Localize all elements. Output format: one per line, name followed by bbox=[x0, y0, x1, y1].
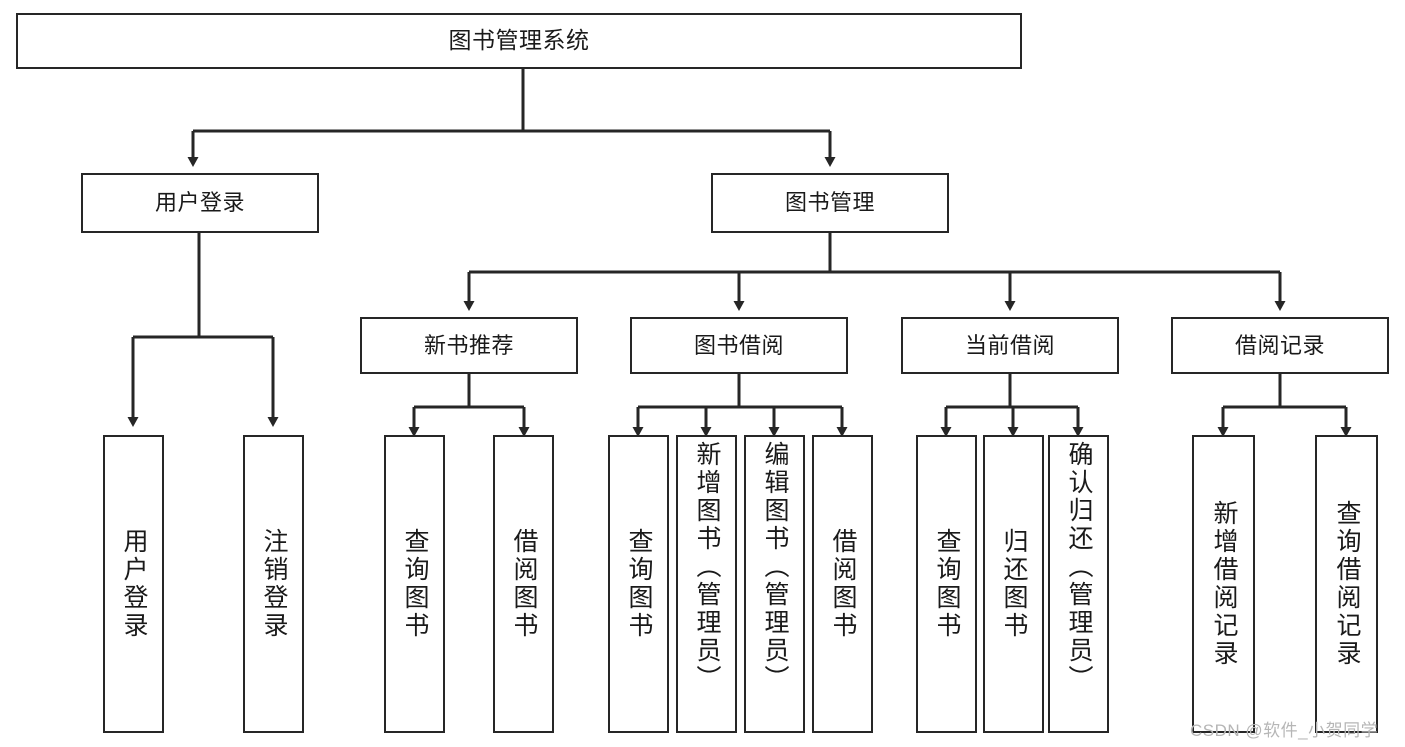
node-label: 当前借阅 bbox=[964, 332, 1055, 358]
node-label: 新书推荐 bbox=[423, 332, 514, 358]
leaf-return-book[interactable]: 归还图书 bbox=[983, 435, 1044, 733]
node-new-book-recommend[interactable]: 新书推荐 bbox=[360, 317, 578, 374]
leaf-add-book-admin[interactable]: 新增图书（管理员） bbox=[676, 435, 737, 733]
node-current-borrow[interactable]: 当前借阅 bbox=[901, 317, 1119, 374]
node-label: 图书管理 bbox=[784, 190, 875, 216]
node-label: 用户登录 bbox=[154, 190, 245, 216]
node-label: 借阅图书 bbox=[829, 528, 857, 640]
node-label: 借阅记录 bbox=[1234, 332, 1325, 358]
node-label: 归还图书 bbox=[1000, 528, 1028, 640]
leaf-query-borrow-record[interactable]: 查询借阅记录 bbox=[1315, 435, 1378, 733]
node-book-management[interactable]: 图书管理 bbox=[711, 173, 949, 233]
node-label: 新增借阅记录 bbox=[1210, 500, 1238, 668]
node-label: 图书借阅 bbox=[693, 332, 784, 358]
node-label: 确认归还（管理员） bbox=[1065, 441, 1093, 693]
leaf-add-borrow-record[interactable]: 新增借阅记录 bbox=[1192, 435, 1255, 733]
leaf-borrow-book-new-book[interactable]: 借阅图书 bbox=[493, 435, 554, 733]
node-label: 借阅图书 bbox=[510, 528, 538, 640]
node-label: 图书管理系统 bbox=[448, 27, 590, 54]
node-borrow-record[interactable]: 借阅记录 bbox=[1171, 317, 1389, 374]
leaf-confirm-return-admin[interactable]: 确认归还（管理员） bbox=[1048, 435, 1109, 733]
node-label: 查询图书 bbox=[401, 528, 429, 640]
leaf-query-book-new-book[interactable]: 查询图书 bbox=[384, 435, 445, 733]
node-label: 查询借阅记录 bbox=[1333, 500, 1361, 668]
csdn-watermark: CSDN @软件_小贺同学 bbox=[1190, 721, 1379, 740]
node-user-login[interactable]: 用户登录 bbox=[81, 173, 319, 233]
node-root-book-management-system[interactable]: 图书管理系统 bbox=[16, 13, 1022, 69]
leaf-edit-book-admin[interactable]: 编辑图书（管理员） bbox=[744, 435, 805, 733]
node-book-borrow[interactable]: 图书借阅 bbox=[630, 317, 848, 374]
node-label: 编辑图书（管理员） bbox=[761, 441, 789, 693]
leaf-borrow-book-borrow[interactable]: 借阅图书 bbox=[812, 435, 873, 733]
leaf-logout[interactable]: 注销登录 bbox=[243, 435, 304, 733]
node-label: 新增图书（管理员） bbox=[693, 441, 721, 693]
leaf-query-book-borrow[interactable]: 查询图书 bbox=[608, 435, 669, 733]
node-label: 注销登录 bbox=[260, 528, 288, 640]
node-label: 用户登录 bbox=[120, 528, 148, 640]
node-label: 查询图书 bbox=[933, 528, 961, 640]
leaf-user-login[interactable]: 用户登录 bbox=[103, 435, 164, 733]
leaf-query-book-current[interactable]: 查询图书 bbox=[916, 435, 977, 733]
node-label: 查询图书 bbox=[625, 528, 653, 640]
